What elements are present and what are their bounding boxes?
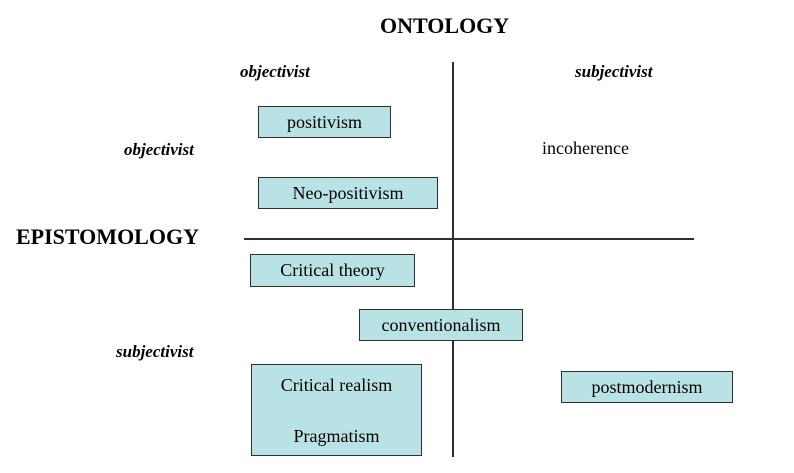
- neo-positivism-box: Neo-positivism: [258, 177, 438, 209]
- postmodernism-box: postmodernism: [561, 371, 733, 403]
- incoherence-text: incoherence: [542, 138, 629, 158]
- epistemology-objectivist-label: objectivist: [124, 140, 194, 159]
- positivism-box: positivism: [258, 106, 391, 138]
- ontology-subjectivist-label: subjectivist: [575, 62, 653, 81]
- epistemology-subjectivist-label: subjectivist: [116, 342, 194, 361]
- ontology-objectivist-label: objectivist: [240, 62, 310, 81]
- conventionalism-box: conventionalism: [359, 309, 523, 341]
- critical-realism-pragmatism-box: Critical realism Pragmatism: [251, 364, 422, 456]
- epistemology-title: EPISTOMOLOGY: [16, 224, 199, 249]
- horizontal-axis-epistemology: [244, 238, 694, 240]
- critical-realism-label: Critical realism: [280, 375, 393, 395]
- critical-theory-box: Critical theory: [250, 254, 415, 287]
- ontology-title: ONTOLOGY: [380, 13, 510, 38]
- vertical-axis-ontology: [452, 62, 454, 457]
- pragmatism-label: Pragmatism: [293, 426, 380, 446]
